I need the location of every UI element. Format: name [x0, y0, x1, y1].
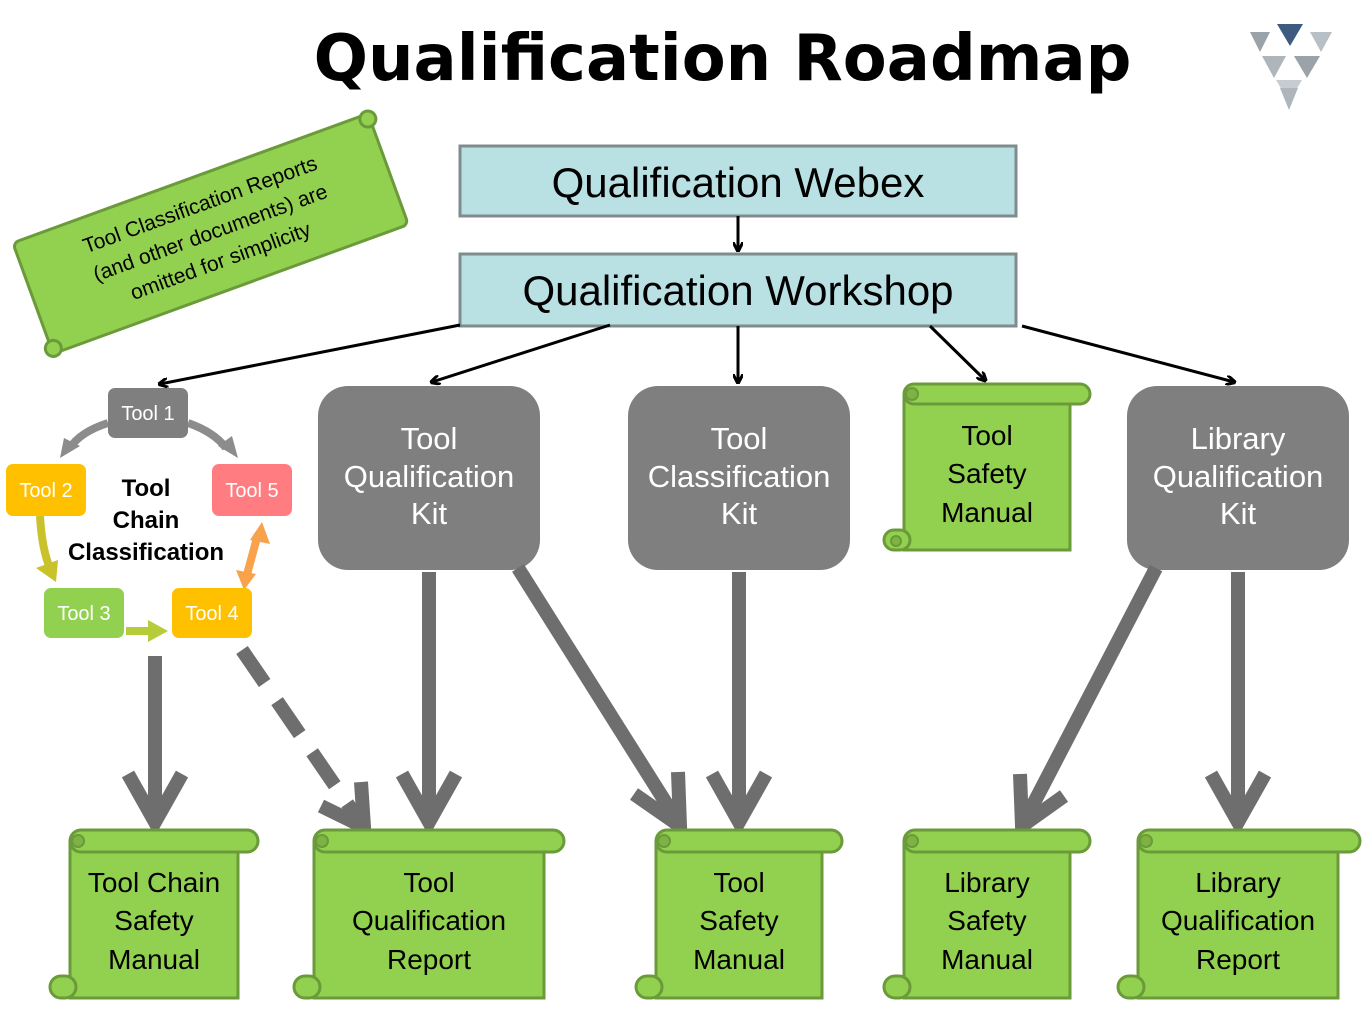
tool-5-label: Tool 5	[225, 480, 278, 502]
scroll-label: Manual	[693, 944, 785, 975]
tool-2-node	[6, 464, 86, 516]
scroll-label: Manual	[941, 944, 1033, 975]
kit-label: Qualification	[344, 459, 515, 494]
scroll-label: Qualification	[1161, 905, 1315, 936]
cycle-arrow-1-5	[186, 419, 230, 451]
scroll-label: Tool Chain	[88, 867, 220, 898]
scroll-label: Tool	[713, 867, 764, 898]
scroll-label: Report	[387, 944, 471, 975]
tool-chain-safety-manual-scroll: Tool Chain Safety Manual	[48, 828, 260, 1000]
tool-safety-manual-top-scroll: Tool Safety Manual	[882, 382, 1092, 552]
arrow-workshop-tsm	[928, 324, 985, 380]
arrow-chain-tqr-head	[317, 781, 372, 839]
kit-label: Kit	[411, 496, 448, 531]
note-scroll: Tool Classification Reports (and other d…	[13, 109, 409, 358]
scroll-label: Safety	[114, 905, 193, 936]
scroll-label: Report	[1196, 944, 1280, 975]
library-qualification-report-scroll: Library Qualification Report	[1116, 828, 1362, 1000]
cycle-arrow-2-3	[36, 515, 54, 570]
tool-5-node	[212, 464, 292, 516]
tool-4-node	[172, 588, 252, 638]
tool-safety-manual-scroll: Tool Safety Manual	[634, 828, 844, 1000]
arrow-lqk-lsm-head	[1013, 773, 1069, 840]
library-safety-manual-scroll: Library Safety Manual	[882, 828, 1092, 1000]
arrow-workshop-tqk	[432, 323, 611, 382]
scroll-label: Manual	[108, 944, 200, 975]
scroll-label: Safety	[699, 905, 778, 936]
tool-chain-label: Chain	[113, 507, 180, 534]
arrow-chain-tcsm-head	[121, 770, 189, 837]
kit-label: Qualification	[1153, 459, 1324, 494]
arrow-tqk-tqr-head	[395, 770, 463, 837]
scroll-label: Manual	[941, 497, 1033, 528]
scroll-label: Qualification	[352, 905, 506, 936]
scroll-label: Library	[944, 867, 1030, 898]
arrow-workshop-toolchain	[160, 323, 461, 384]
arrow-tck-tsm-head	[705, 770, 773, 837]
webex-label: Qualification Webex	[552, 159, 925, 206]
kit-label: Tool	[711, 421, 768, 456]
tool-qualification-kit	[318, 386, 540, 570]
scroll-label: Tool	[961, 420, 1012, 451]
tool-chain-cycle: Tool 1 Tool 2 Tool 3 Tool 4 Tool 5 Tool …	[6, 388, 292, 642]
scroll-label: Library	[1195, 867, 1281, 898]
arrow-lqk-lqr-head	[1204, 770, 1272, 837]
tool-1-label: Tool 1	[121, 403, 174, 425]
kit-label: Kit	[721, 496, 758, 531]
tool-2-label: Tool 2	[19, 480, 72, 502]
arrow-chain-tqr-dashed	[236, 646, 366, 826]
tool-qualification-report-scroll: Tool Qualification Report	[292, 828, 566, 1000]
workshop-label: Qualification Workshop	[522, 267, 953, 314]
cycle-arrow-4-5	[242, 532, 262, 580]
kit-label: Kit	[1220, 496, 1257, 531]
arrow-lqk-lsm	[1017, 564, 1163, 826]
tool-4-label: Tool 4	[185, 603, 238, 625]
page-title: Qualification Roadmap	[313, 22, 1132, 96]
tool-chain-label: Tool	[122, 475, 171, 502]
tool-chain-label: Classification	[68, 539, 224, 566]
workshop-box	[458, 252, 1018, 328]
tool-3-node	[44, 588, 124, 638]
tool-1-node	[108, 388, 188, 438]
logo-icon	[1250, 24, 1332, 110]
kit-label: Library	[1191, 421, 1286, 456]
arrow-tqk-tsm	[512, 564, 684, 826]
kit-label: Tool	[401, 421, 458, 456]
arrow-workshop-lqk	[1021, 324, 1234, 382]
kit-label: Classification	[648, 459, 831, 494]
webex-box	[458, 144, 1018, 218]
scroll-label: Safety	[947, 905, 1026, 936]
tool-3-label: Tool 3	[57, 603, 110, 625]
arrow-tqk-tsm-head	[630, 771, 688, 840]
tool-classification-kit	[628, 386, 850, 570]
scroll-label: Safety	[947, 458, 1026, 489]
scroll-label: Tool	[403, 867, 454, 898]
library-qualification-kit	[1127, 386, 1349, 570]
